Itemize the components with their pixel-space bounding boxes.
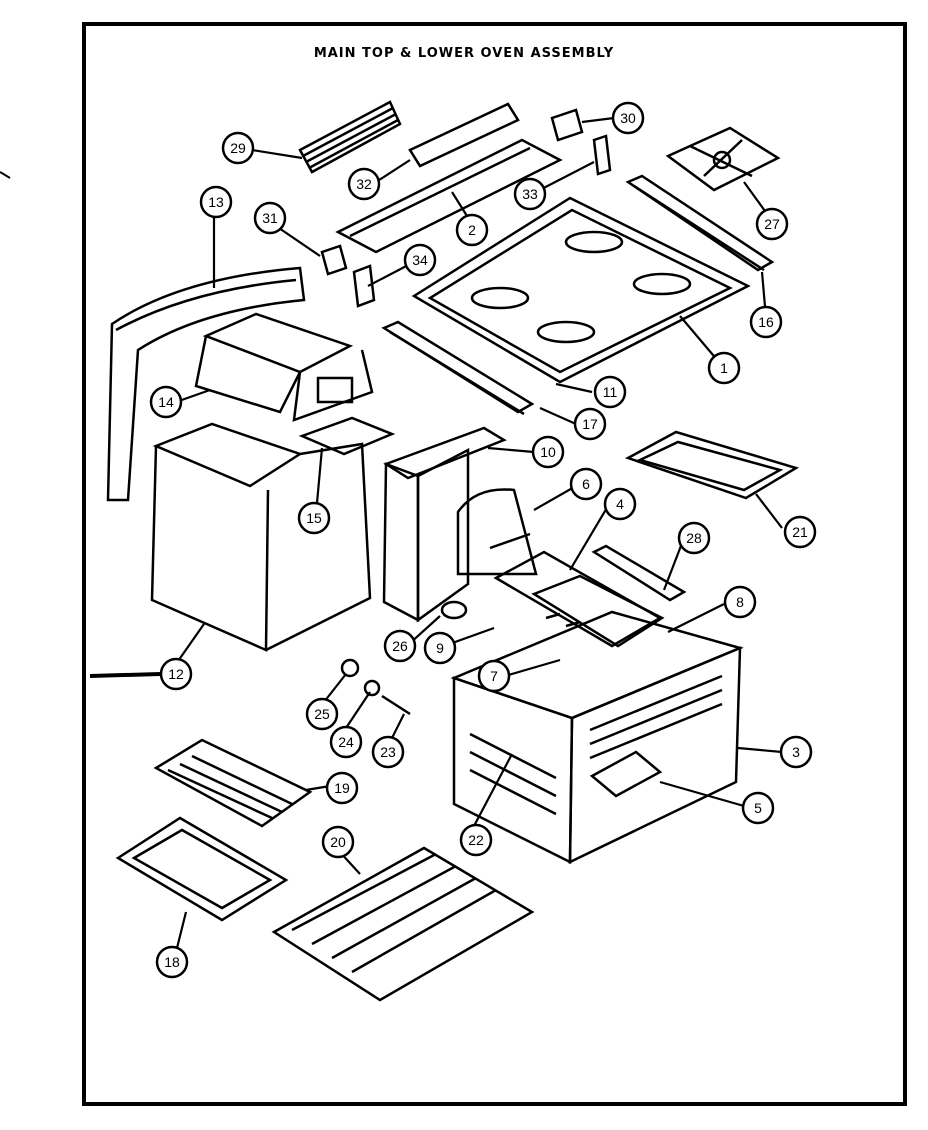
callout-31: 31 (253, 201, 287, 235)
svg-text:25: 25 (314, 706, 330, 722)
callout-14: 14 (149, 385, 183, 419)
callout-5: 5 (741, 791, 775, 825)
callout-8: 8 (723, 585, 757, 619)
callout-33: 33 (513, 177, 547, 211)
callout-2: 2 (455, 213, 489, 247)
svg-text:1: 1 (720, 360, 728, 376)
part-outer-insulation (106, 266, 306, 502)
callout-1: 1 (707, 351, 741, 385)
part-broiler-pan (115, 816, 289, 922)
callout-20: 20 (321, 825, 355, 859)
svg-text:22: 22 (468, 832, 484, 848)
part-oven-rack (271, 846, 535, 1002)
callout-25: 25 (305, 697, 339, 731)
callout-29: 29 (221, 131, 255, 165)
svg-text:9: 9 (436, 640, 444, 656)
part-oven-liner (450, 610, 744, 865)
svg-text:23: 23 (380, 744, 396, 760)
part-top-insulation (194, 312, 374, 422)
part-front-trim (381, 320, 535, 416)
svg-text:24: 24 (338, 734, 354, 750)
svg-text:8: 8 (736, 594, 744, 610)
svg-text:18: 18 (164, 954, 180, 970)
part-burner-grate (665, 126, 781, 192)
svg-text:19: 19 (334, 780, 350, 796)
callout-21: 21 (783, 515, 817, 549)
svg-text:5: 5 (754, 800, 762, 816)
svg-text:12: 12 (168, 666, 184, 682)
svg-text:20: 20 (330, 834, 346, 850)
part-vent-trim (298, 100, 402, 174)
callout-3: 3 (779, 735, 813, 769)
svg-text:32: 32 (356, 176, 372, 192)
callout-10: 10 (531, 435, 565, 469)
svg-text:33: 33 (522, 186, 538, 202)
svg-text:7: 7 (490, 668, 498, 684)
callout-11: 11 (593, 375, 627, 409)
callout-22: 22 (459, 823, 493, 857)
svg-text:29: 29 (230, 140, 246, 156)
callout-4: 4 (603, 487, 637, 521)
part-baffle (456, 488, 538, 576)
part-small-hardware (340, 600, 468, 716)
callout-7: 7 (477, 659, 511, 693)
svg-text:6: 6 (582, 476, 590, 492)
svg-text:21: 21 (792, 524, 808, 540)
part-broiler-grid (153, 738, 313, 828)
part-12-strip (89, 672, 161, 678)
svg-text:27: 27 (764, 216, 780, 232)
svg-text:14: 14 (158, 394, 174, 410)
callout-23: 23 (371, 735, 405, 769)
callout-16: 16 (749, 305, 783, 339)
callout-26: 26 (383, 629, 417, 663)
svg-text:30: 30 (620, 110, 636, 126)
scan-mark (0, 171, 11, 179)
part-main-top (411, 196, 751, 384)
part-side-trim (625, 174, 775, 272)
part-broiler-housing (493, 550, 665, 648)
callout-12: 12 (159, 657, 193, 691)
part-lower-insulation (150, 422, 372, 652)
svg-text:3: 3 (792, 744, 800, 760)
callout-15: 15 (297, 501, 331, 535)
callouts: 1 2 3 4 5 6 7 8 9 10 11 12 13 14 15 16 1… (149, 101, 817, 979)
callout-28: 28 (677, 521, 711, 555)
callout-34: 34 (403, 243, 437, 277)
callout-13: 13 (199, 185, 233, 219)
part-oven-back-panel (382, 426, 507, 623)
part-brackets (320, 108, 612, 308)
svg-text:10: 10 (540, 444, 556, 460)
svg-text:17: 17 (582, 416, 598, 432)
svg-text:28: 28 (686, 530, 702, 546)
svg-text:2: 2 (468, 222, 476, 238)
svg-text:34: 34 (412, 252, 428, 268)
drawing-border (82, 22, 907, 1106)
callout-9: 9 (423, 631, 457, 665)
part-rear-panel (335, 102, 563, 254)
part-oven-frame (624, 430, 800, 500)
callout-19: 19 (325, 771, 359, 805)
callout-18: 18 (155, 945, 189, 979)
svg-text:15: 15 (306, 510, 322, 526)
callout-30: 30 (611, 101, 645, 135)
svg-text:13: 13 (208, 194, 224, 210)
callout-6: 6 (569, 467, 603, 501)
svg-text:26: 26 (392, 638, 408, 654)
svg-text:11: 11 (603, 384, 618, 400)
callout-27: 27 (755, 207, 789, 241)
callout-32: 32 (347, 167, 381, 201)
part-28-strip (591, 544, 687, 602)
svg-text:16: 16 (758, 314, 774, 330)
part-switch-assembly (298, 376, 396, 456)
callout-24: 24 (329, 725, 363, 759)
callout-17: 17 (573, 407, 607, 441)
svg-text:31: 31 (262, 210, 278, 226)
svg-text:4: 4 (616, 496, 624, 512)
diagram-title: MAIN TOP & LOWER OVEN ASSEMBLY (313, 46, 615, 61)
